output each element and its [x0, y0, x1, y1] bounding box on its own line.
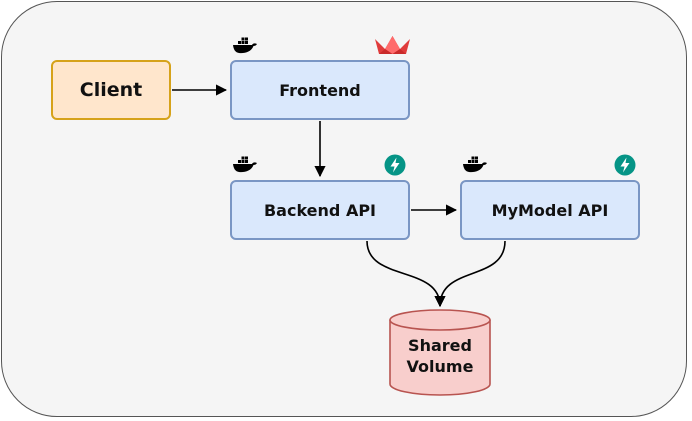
edge-mymodel-to-volume — [434, 240, 506, 308]
streamlit-icon — [375, 36, 410, 54]
frontend-node: Frontend — [230, 60, 410, 120]
cylinder-shape — [389, 309, 491, 396]
docker-icon — [463, 156, 487, 173]
mymodel-api-node: MyModel API — [460, 180, 640, 240]
backend-api-label: Backend API — [263, 200, 376, 220]
shared-volume-label-line2: Volume — [406, 357, 474, 376]
shared-volume-label: Shared Volume — [389, 335, 491, 377]
shared-volume-label-line1: Shared — [408, 336, 472, 355]
shared-volume-node: Shared Volume — [389, 309, 491, 396]
fastapi-icon — [614, 154, 636, 176]
client-label: Client — [79, 79, 143, 101]
frontend-label: Frontend — [279, 80, 361, 100]
backend-api-node: Backend API — [230, 180, 410, 240]
edge-backend-to-volume — [366, 240, 446, 308]
docker-icon — [233, 37, 257, 54]
fastapi-icon — [384, 154, 406, 176]
docker-icon — [233, 156, 257, 173]
mymodel-api-label: MyModel API — [491, 200, 609, 220]
client-node: Client — [51, 60, 171, 120]
